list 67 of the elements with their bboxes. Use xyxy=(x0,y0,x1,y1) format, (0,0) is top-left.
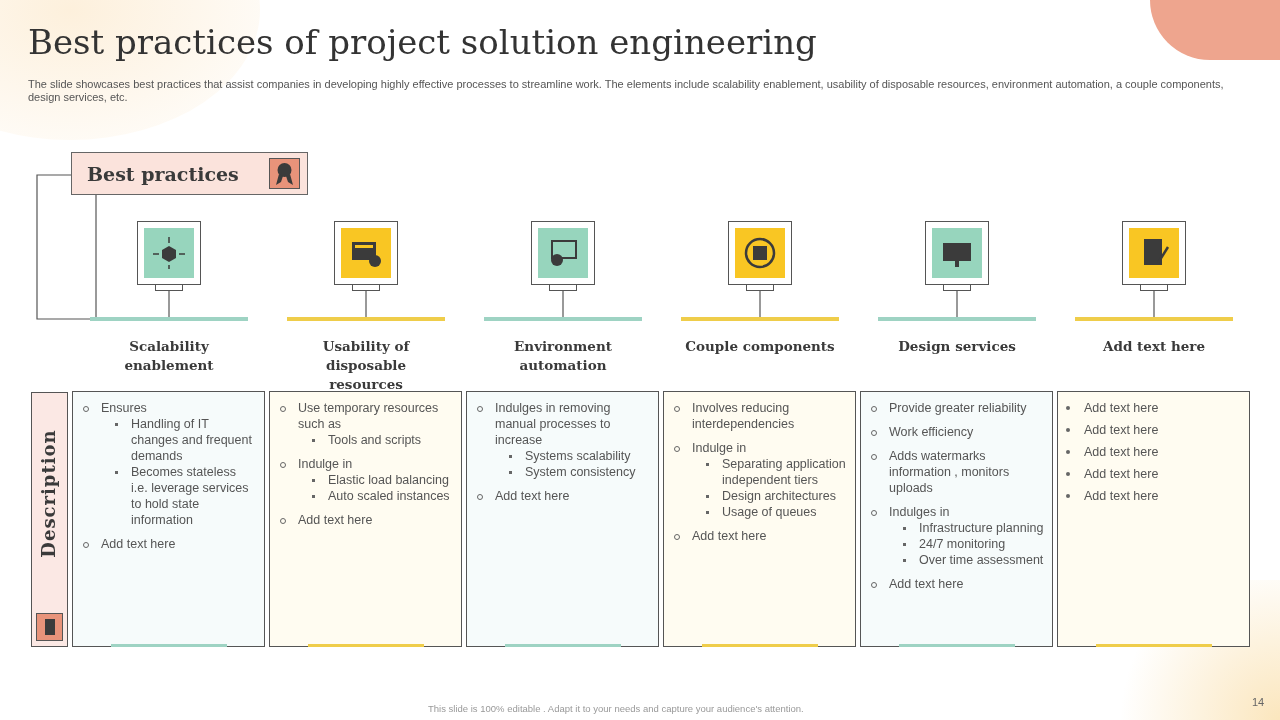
bullet-item: Over time assessment xyxy=(861,552,1044,568)
bullet-item: Add text here xyxy=(270,512,453,528)
bullet-item: Add text here xyxy=(1058,422,1241,438)
connector-line xyxy=(956,290,958,318)
bullet-item: Design architectures xyxy=(664,488,847,504)
footer-note: This slide is 100% editable . Adapt it to your needs and capture your audience's attention. xyxy=(428,703,804,714)
heading-text: Scalability enablement xyxy=(123,337,215,375)
icon-frame xyxy=(531,221,595,285)
icon-frame xyxy=(925,221,989,285)
bullet-item: Indulges in xyxy=(861,504,1044,520)
bullet-item: 24/7 monitoring xyxy=(861,536,1044,552)
section-header xyxy=(71,152,308,195)
description-card xyxy=(663,391,856,647)
icon-frame xyxy=(334,221,398,285)
bullet-item: Add text here xyxy=(1058,466,1241,482)
bullet-item: Usage of queues xyxy=(664,504,847,520)
description-card xyxy=(1057,391,1250,647)
bullet-item: Add text here xyxy=(73,536,256,552)
heading-text: Couple components xyxy=(684,337,836,356)
bullet-item: Separating application independent tiers xyxy=(664,456,847,488)
description-card xyxy=(860,391,1053,647)
bullet-item: Indulges in removing manual processes to increase xyxy=(467,400,650,448)
page-number: 14 xyxy=(1252,696,1265,708)
heading-text: Usability of disposable resources xyxy=(321,337,411,394)
bullet-item: Ensures xyxy=(73,400,256,416)
icon-frame xyxy=(137,221,201,285)
connector-line xyxy=(168,290,170,318)
connector-line xyxy=(1153,290,1155,318)
bullet-item: Auto scaled instances xyxy=(270,488,453,504)
bullet-item: Provide greater reliability xyxy=(861,400,1044,416)
connector-line xyxy=(759,290,761,318)
bullet-item: Add text here xyxy=(861,576,1044,592)
bullet-item: Involves reducing interdependencies xyxy=(664,400,847,432)
header-text: Best practices xyxy=(87,163,239,185)
bullet-item: Add text here xyxy=(664,528,847,544)
icon-frame xyxy=(1122,221,1186,285)
bullet-item: Infrastructure planning xyxy=(861,520,1044,536)
bullet-item: System consistency xyxy=(467,464,650,480)
heading-text: Add text here xyxy=(1102,337,1206,356)
bullet-item: Work efficiency xyxy=(861,424,1044,440)
bullet-item: Add text here xyxy=(1058,444,1241,460)
bullet-item: Add text here xyxy=(1058,400,1241,416)
bullet-item: Becomes stateless i.e. leverage services to hold state information xyxy=(73,464,256,528)
bullet-item: Add text here xyxy=(1058,488,1241,504)
side-band xyxy=(31,392,68,647)
icon-frame xyxy=(728,221,792,285)
connector-line xyxy=(365,290,367,318)
bullet-item: Elastic load balancing xyxy=(270,472,453,488)
description-card xyxy=(269,391,462,647)
bullet-item: Handling of IT changes and frequent demands xyxy=(73,416,256,464)
bullet-item: Tools and scripts xyxy=(270,432,453,448)
bullet-item: Adds watermarks information , monitors uploads xyxy=(861,448,1044,496)
bullet-item: Systems scalability xyxy=(467,448,650,464)
description-card xyxy=(72,391,265,647)
bullet-item: Indulge in xyxy=(270,456,453,472)
bullet-item: Use temporary resources such as xyxy=(270,400,453,432)
connector-line xyxy=(95,194,97,320)
bullet-item: Add text here xyxy=(467,488,650,504)
connector-line xyxy=(36,174,91,320)
heading-text: Design services xyxy=(897,337,1017,356)
heading-text: Environment automation xyxy=(513,337,613,375)
bullet-item: Indulge in xyxy=(664,440,847,456)
description-card xyxy=(466,391,659,647)
subtitle-text: The slide showcases best practices that assist companies in developing highly effective processes to streamline work. The elements include scalability enablement, usability of disposable resources, environment automation, a couple components, design services, etc. xyxy=(28,78,1225,104)
slide-title: Best practices of project solution engineering xyxy=(28,22,817,62)
band-label: Description xyxy=(37,428,59,560)
connector-line xyxy=(562,290,564,318)
